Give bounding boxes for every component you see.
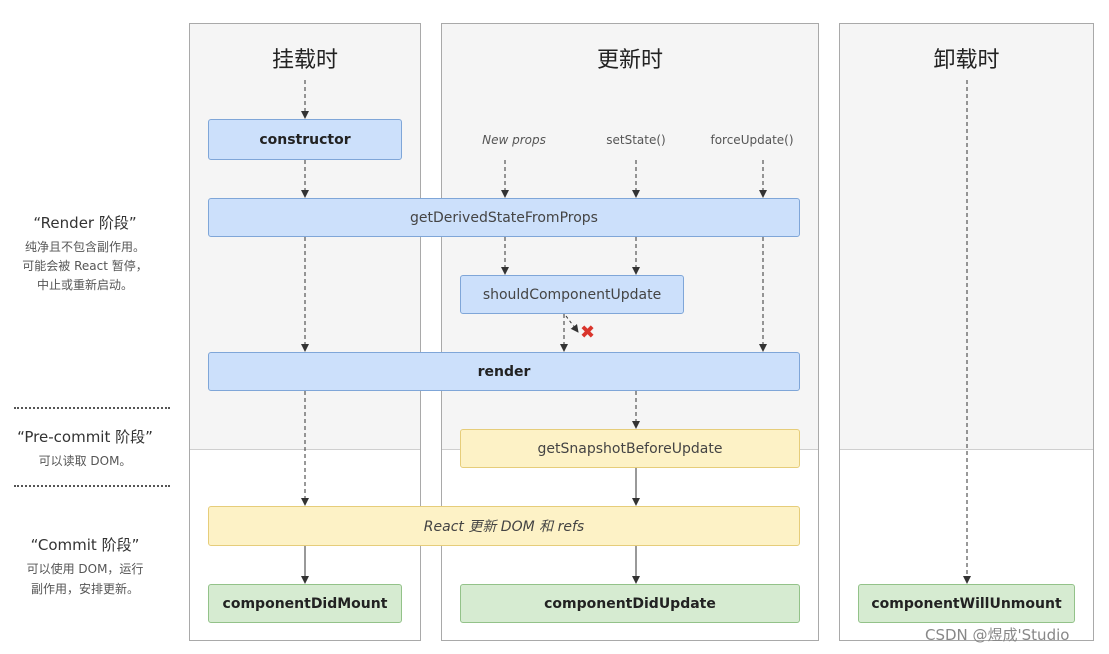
render-phase-desc: 纯净且不包含副作用。 可能会被 React 暂停， 中止或重新启动。	[0, 237, 170, 295]
precommit-phase-desc: 可以读取 DOM。	[0, 451, 170, 471]
component-will-unmount-node: componentWillUnmount	[858, 584, 1075, 623]
commit-phase-desc-line: 可以使用 DOM，运行	[26, 562, 144, 576]
phase-divider	[14, 485, 170, 487]
constructor-node: constructor	[208, 119, 402, 160]
commit-phase-desc: 可以使用 DOM，运行 副作用，安排更新。	[0, 559, 170, 599]
mount-column-title: 挂载时	[271, 48, 338, 73]
precommit-phase-label: “Pre-commit 阶段” 可以读取 DOM。	[0, 426, 170, 471]
precommit-phase-title: “Pre-commit 阶段”	[17, 428, 153, 446]
should-component-update-node: shouldComponentUpdate	[460, 275, 684, 314]
commit-phase-desc-line: 副作用，安排更新。	[30, 582, 139, 596]
precommit-phase-desc-line: 可以读取 DOM。	[38, 454, 132, 468]
commit-phase-label: “Commit 阶段” 可以使用 DOM，运行 副作用，安排更新。	[0, 534, 170, 599]
component-did-update-node: componentDidUpdate	[460, 584, 800, 623]
watermark: CSDN @煜成'Studio	[925, 626, 1070, 644]
rejected-arrow	[565, 315, 579, 333]
render-phase-desc-line: 纯净且不包含副作用。	[24, 240, 145, 254]
get-derived-state-node: getDerivedStateFromProps	[208, 198, 800, 237]
update-column-title: 更新时	[596, 48, 663, 73]
render-node: render	[208, 352, 800, 391]
get-snapshot-node: getSnapshotBeforeUpdate	[460, 429, 800, 468]
trigger-set-state: setState()	[606, 133, 666, 147]
trigger-force-update: forceUpdate()	[710, 133, 794, 147]
render-phase-title: “Render 阶段”	[33, 214, 137, 232]
trigger-new-props: New props	[482, 133, 546, 147]
component-did-mount-node: componentDidMount	[208, 584, 402, 623]
render-phase-desc-line: 中止或重新启动。	[36, 278, 133, 292]
phase-divider	[14, 407, 170, 409]
unmount-column-title: 卸载时	[933, 48, 1000, 73]
render-phase-label: “Render 阶段” 纯净且不包含副作用。 可能会被 React 暂停， 中止…	[0, 212, 170, 295]
react-update-dom-node: React 更新 DOM 和 refs	[208, 506, 800, 546]
commit-phase-title: “Commit 阶段”	[30, 536, 140, 554]
render-phase-desc-line: 可能会被 React 暂停，	[22, 259, 148, 273]
phase-separator-line	[840, 449, 1093, 450]
reject-x-icon: ✖	[580, 322, 596, 343]
